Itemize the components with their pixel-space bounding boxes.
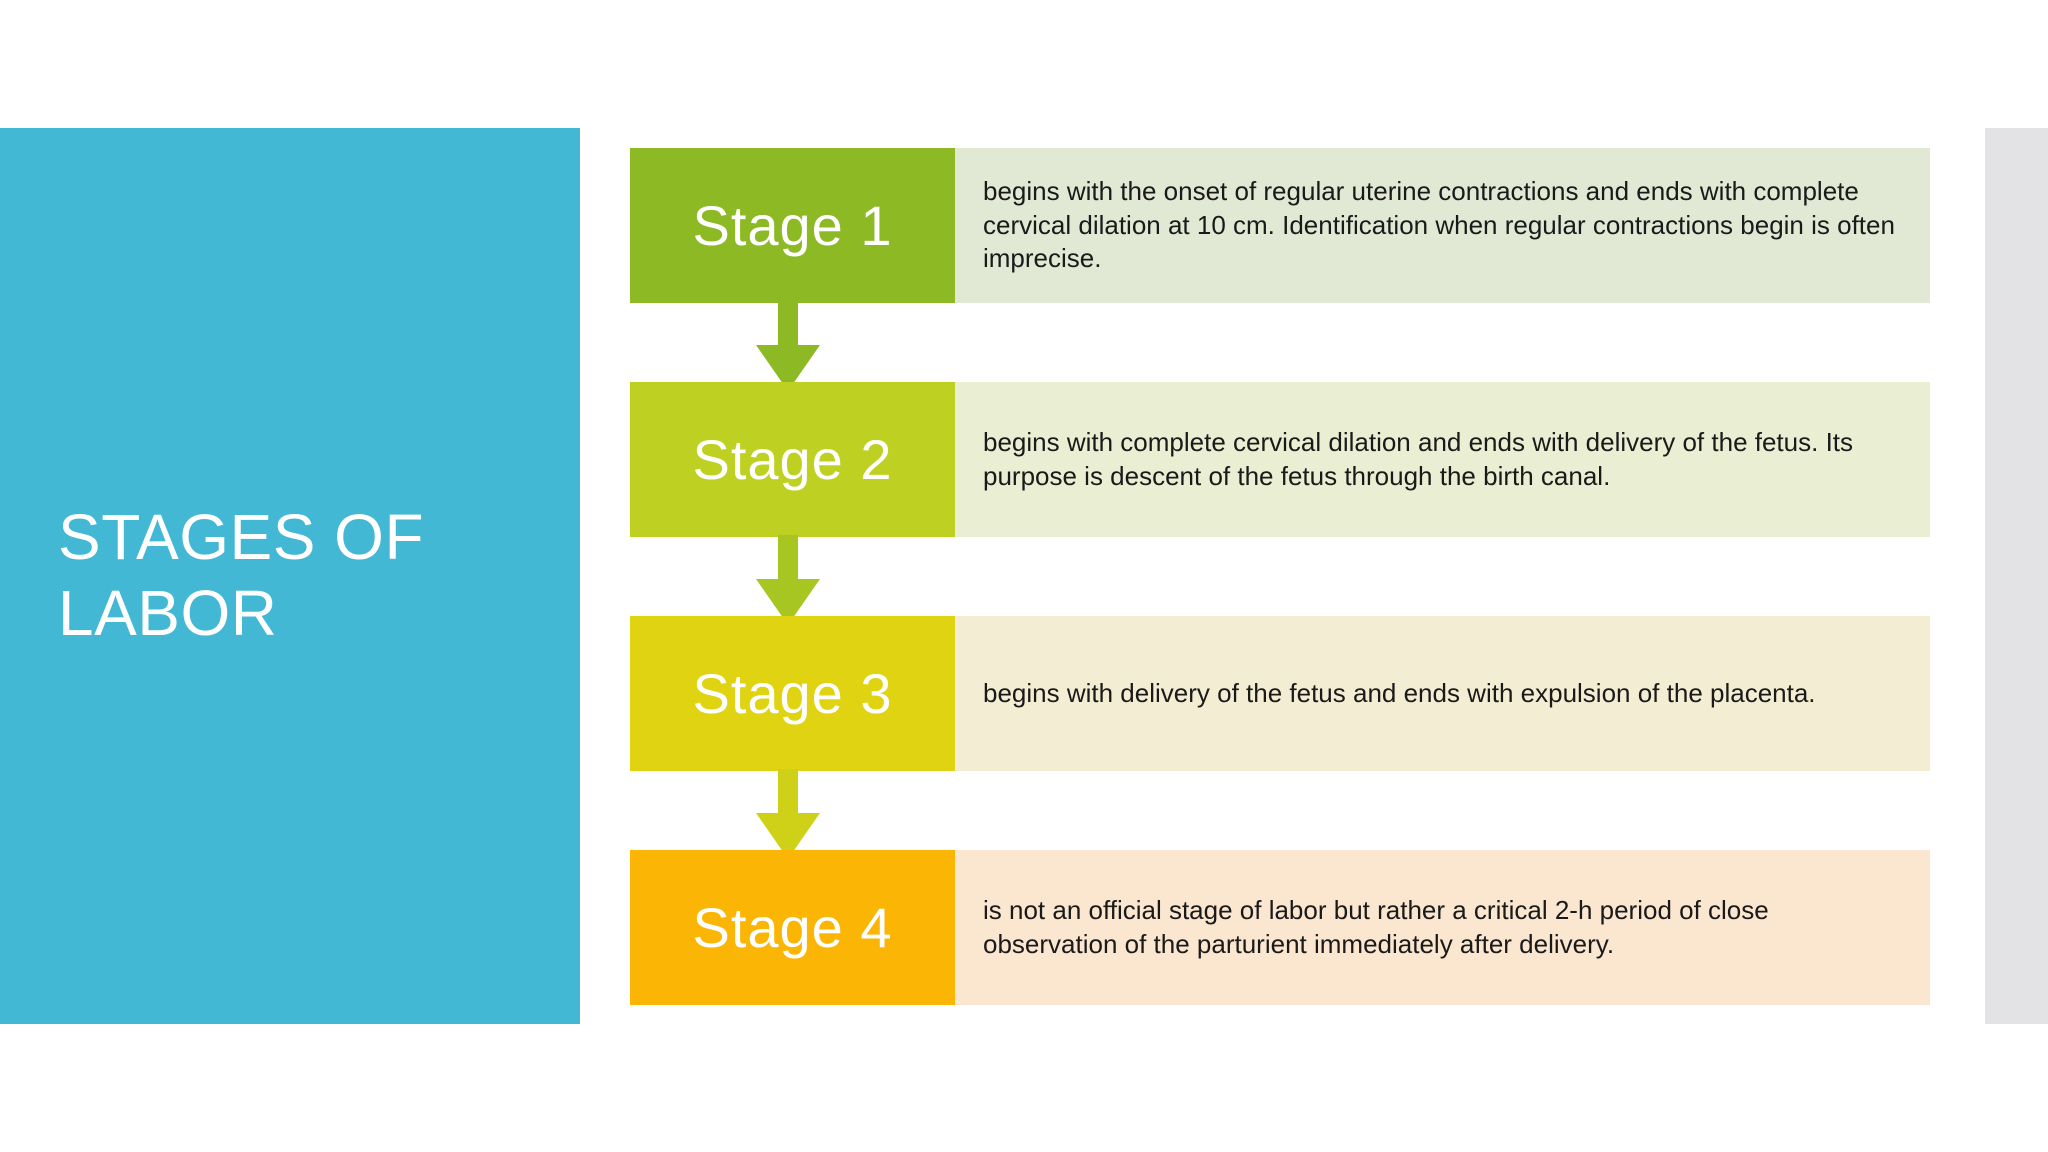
stage-label-text-2: Stage 2	[692, 428, 893, 491]
stage-description-text-1: begins with the onset of regular uterine…	[983, 175, 1895, 274]
stage-description-panel-3: begins with delivery of the fetus and en…	[955, 616, 1930, 771]
page-title: STAGES OF LABOR	[58, 501, 425, 649]
stage-label-box-1[interactable]: Stage 1	[630, 148, 955, 303]
stage-description-panel-2: begins with complete cervical dilation a…	[955, 382, 1930, 537]
arrow-down-icon-1-to-2	[738, 301, 838, 393]
stages-diagram: Stage 1 begins with the onset of regular…	[630, 148, 1930, 1028]
arrow-down-icon-3-to-4	[738, 769, 838, 861]
stage-description-text-3: begins with delivery of the fetus and en…	[983, 677, 1816, 708]
stage-row-2[interactable]: Stage 2 begins with complete cervical di…	[630, 382, 1930, 537]
stage-row-1[interactable]: Stage 1 begins with the onset of regular…	[630, 148, 1930, 303]
stage-label-text-4: Stage 4	[692, 896, 893, 959]
stage-description-panel-1: begins with the onset of regular uterine…	[955, 148, 1930, 303]
stage-label-box-2[interactable]: Stage 2	[630, 382, 955, 537]
stage-label-text-1: Stage 1	[692, 194, 893, 257]
stage-label-box-3[interactable]: Stage 3	[630, 616, 955, 771]
stage-description-text-4: is not an official stage of labor but ra…	[983, 894, 1769, 959]
stage-description-panel-4: is not an official stage of labor but ra…	[955, 850, 1930, 1005]
stage-label-box-4[interactable]: Stage 4	[630, 850, 955, 1005]
stage-row-4[interactable]: Stage 4 is not an official stage of labo…	[630, 850, 1930, 1005]
right-accent-panel	[1985, 128, 2048, 1024]
stage-row-3[interactable]: Stage 3 begins with delivery of the fetu…	[630, 616, 1930, 771]
title-panel: STAGES OF LABOR	[0, 128, 580, 1024]
stage-description-text-2: begins with complete cervical dilation a…	[983, 426, 1854, 491]
stage-label-text-3: Stage 3	[692, 662, 893, 725]
arrow-down-icon-2-to-3	[738, 535, 838, 627]
